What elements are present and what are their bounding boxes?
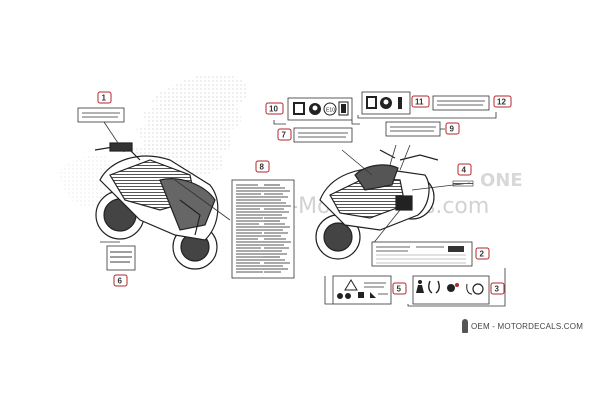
book-icon (293, 102, 305, 115)
svg-text:6: 6 (118, 277, 123, 286)
svg-text:7: 7 (282, 131, 287, 140)
bracket-7 (351, 120, 360, 125)
footer-brand-text: OEM - MOTORDECALS.COM (471, 321, 584, 331)
decal-2 (371, 241, 473, 267)
bracket-10 (273, 120, 286, 125)
svg-text:5: 5 (397, 285, 402, 294)
brand-logo-icon (462, 319, 468, 333)
svg-text:11: 11 (415, 98, 424, 107)
motorcycle-left (94, 142, 219, 270)
svg-text:9: 9 (450, 125, 455, 134)
decal-10: E10 (287, 97, 353, 121)
bracket-footer (407, 268, 506, 307)
callout-4: 4 (457, 163, 472, 176)
footer-brand: OEM - MOTORDECALS.COM (462, 318, 583, 334)
tire-icon (466, 283, 484, 295)
svg-text:4: 4 (462, 166, 467, 175)
book-icon (366, 96, 377, 109)
callout-10: 10 (265, 102, 284, 115)
helmet-icon (309, 103, 321, 115)
octane-icon (338, 101, 349, 116)
callout-5: 5 (392, 282, 407, 295)
decal-1 (77, 107, 125, 123)
motorcycle-right (315, 149, 439, 260)
chain-icon (447, 283, 459, 292)
rider-icon (416, 280, 424, 293)
e10-fuel-icon: E10 (323, 102, 337, 116)
bracket-5 (324, 276, 333, 305)
callout-12: 12 (493, 95, 512, 108)
decal-5 (332, 275, 392, 305)
decal-3 (412, 275, 490, 305)
bracket-11-12 (357, 112, 497, 119)
callout-2: 2 (475, 247, 490, 260)
svg-text:12: 12 (497, 98, 506, 107)
callout-9: 9 (445, 122, 460, 135)
svg-text:3: 3 (495, 285, 500, 294)
svg-text:8: 8 (260, 163, 265, 172)
decal-9 (385, 121, 441, 137)
watermark-brand: ONE (480, 170, 523, 191)
callout-7: 7 (277, 128, 292, 141)
callout-6: 6 (113, 274, 128, 287)
svg-text:E10: E10 (326, 108, 335, 114)
decal-6 (106, 245, 136, 271)
svg-text:1: 1 (102, 94, 107, 103)
fork-icon (427, 280, 441, 294)
helmet-icon (380, 97, 392, 109)
callout-11: 11 (411, 95, 430, 108)
svg-text:2: 2 (480, 250, 485, 259)
decal-4 (452, 180, 474, 187)
callout-8: 8 (255, 160, 270, 173)
decal-12 (432, 95, 490, 111)
decal-7 (293, 127, 353, 143)
svg-text:10: 10 (269, 105, 278, 114)
decal-8 (231, 179, 295, 279)
callout-1: 1 (97, 91, 112, 104)
callout-3: 3 (490, 282, 505, 295)
tire-icon (398, 97, 402, 109)
leader-lines (100, 121, 471, 246)
decal-11 (361, 91, 411, 115)
